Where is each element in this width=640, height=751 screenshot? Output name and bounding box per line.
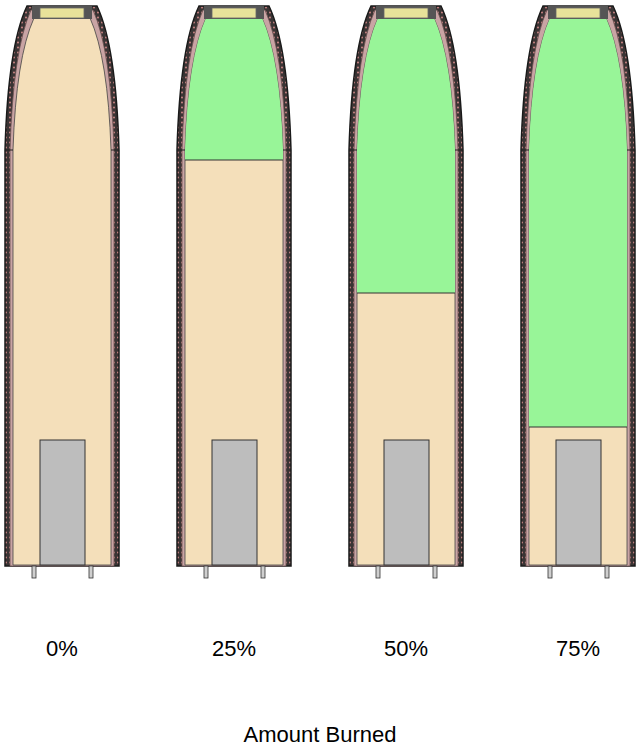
nozzle-insert [384,440,429,565]
pin [204,566,208,578]
percent-label: 75% [556,636,600,662]
nozzle-insert [40,440,85,565]
top-cap [376,6,436,19]
pin [433,566,437,578]
axis-caption: Amount Burned [244,722,397,748]
rocket-motor [349,0,463,578]
percent-label: 50% [384,636,428,662]
burned-region [521,0,635,427]
pin [261,566,265,578]
burn-front [357,293,455,294]
top-cap [548,6,608,19]
pin [548,566,552,578]
top-plug [384,8,428,18]
top-plug [212,8,256,18]
casing-joint [283,150,291,151]
casing-joint [521,150,529,151]
casing-joint [111,150,119,151]
pin [605,566,609,578]
rocket-motor [521,0,635,578]
casing-joint [5,150,13,151]
percent-label: 0% [46,636,78,662]
top-plug [556,8,600,18]
motor-casing [5,6,119,566]
casing-joint [349,150,357,151]
rocket-motor [5,6,119,578]
percent-label: 25% [212,636,256,662]
burned-region [177,0,291,160]
motor-liner [10,10,114,566]
pin [89,566,93,578]
pin [32,566,36,578]
propellant-grain [13,18,111,565]
pin [376,566,380,578]
top-cap [32,6,92,19]
rocket-motor [177,0,291,578]
nozzle-insert [212,440,257,565]
burn-front [529,427,627,428]
casing-joint [455,150,463,151]
burn-front [185,160,283,161]
top-cap [204,6,264,19]
casing-joint [627,150,635,151]
casing-joint [177,150,185,151]
top-plug [40,8,84,18]
nozzle-insert [556,440,601,565]
burned-region [349,0,463,293]
